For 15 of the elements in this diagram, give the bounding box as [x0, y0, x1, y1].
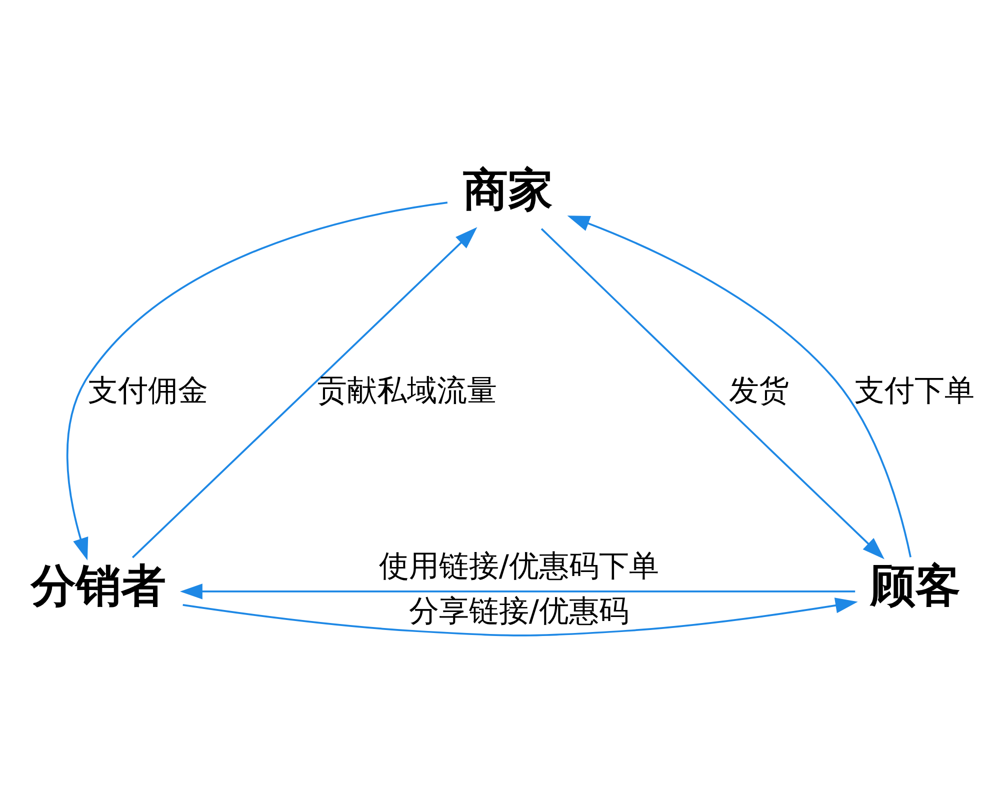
node-text: 顾客	[870, 558, 960, 612]
edge-label: 支付佣金	[88, 372, 208, 408]
arrow	[567, 215, 912, 557]
arrow	[66, 201, 448, 560]
node-text: 商家	[462, 162, 553, 216]
edge-label: 发货	[729, 372, 790, 408]
arrow	[180, 583, 856, 599]
arrow	[132, 226, 478, 558]
edge-label: 贡献私域流量	[316, 372, 497, 408]
edge-label: 支付下单	[854, 372, 974, 408]
node-text: 分销者	[30, 558, 166, 612]
edge-label: 分享链接/优惠码	[408, 594, 629, 629]
arrow	[540, 228, 884, 559]
arrow	[182, 597, 858, 636]
edge-label: 使用链接/优惠码下单	[378, 548, 659, 584]
